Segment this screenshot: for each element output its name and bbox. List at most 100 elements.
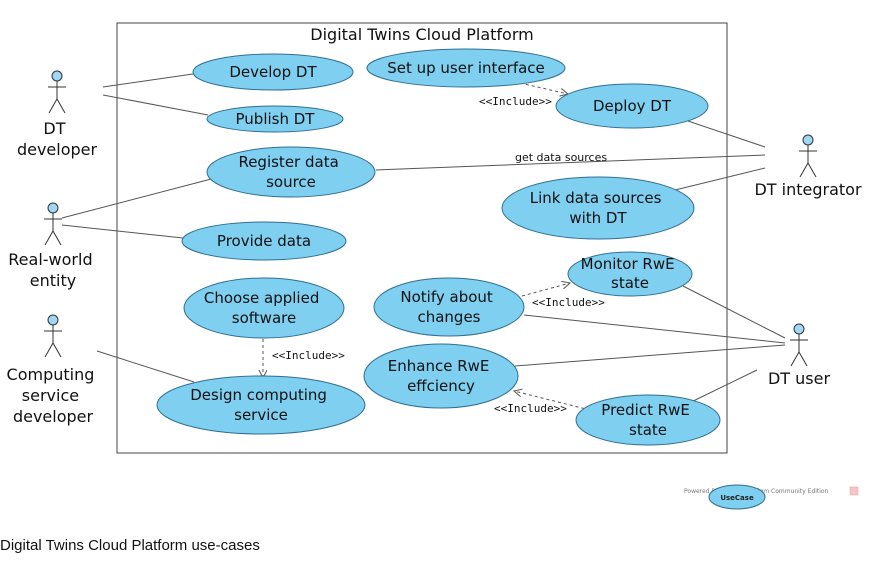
include-ui-deploy	[519, 82, 568, 94]
svg-text:Computing service: Computing service developer	[7, 365, 100, 426]
include-predict-enhance	[514, 391, 591, 411]
use-case-label: effciency	[407, 377, 475, 395]
svg-text:Set up user interface: Set up user interface	[387, 59, 545, 77]
svg-text:Design computing service: Design computing service	[190, 386, 331, 424]
include-label: <<Include>>	[272, 349, 345, 362]
use-case-design-computing[interactable]: Design computing service	[156, 375, 366, 435]
actor-real-world-entity[interactable]: Real-world entity	[8, 202, 97, 290]
use-case-label: Link data sources	[530, 189, 662, 207]
svg-text:Provide data: Provide data	[217, 232, 311, 250]
svg-text:Develop DT: Develop DT	[229, 63, 317, 81]
use-case-label: Predict RwE	[601, 401, 690, 419]
stick-figure-icon	[44, 202, 62, 246]
assoc-csdev-design	[96, 350, 195, 383]
assoc-entity-provide	[61, 224, 184, 239]
actor-computing-service-developer[interactable]: Computing service developer	[7, 314, 100, 426]
use-case-label: changes	[417, 308, 480, 326]
actor-label: DT integrator	[754, 180, 861, 199]
use-case-publish-dt[interactable]: Publish DT	[206, 105, 344, 133]
svg-text:Notify about changes: Notify about changes	[400, 288, 497, 326]
actor-label: developer	[13, 407, 94, 426]
svg-text:Enhance RwE effciency: Enhance RwE effciency	[388, 357, 494, 395]
use-case-predict-rwe[interactable]: Predict RwE state	[575, 394, 721, 446]
assoc-developer-develop	[102, 73, 194, 88]
use-case-provide-data[interactable]: Provide data	[181, 221, 347, 261]
svg-text:Deploy DT: Deploy DT	[593, 97, 672, 115]
stick-figure-icon	[790, 323, 808, 367]
include-notify-monitor	[521, 283, 570, 297]
use-case-monitor-rwe[interactable]: Monitor RwE state	[567, 251, 693, 297]
badge-label: UseCase	[720, 494, 754, 502]
use-case-label: Register data	[238, 153, 338, 171]
assoc-integrator-link	[674, 167, 766, 191]
include-label: <<Include>>	[494, 402, 567, 415]
actor-dt-user[interactable]: DT user	[768, 323, 831, 388]
use-case-develop-dt[interactable]: Develop DT	[192, 53, 354, 91]
use-case-label: Notify about	[400, 288, 493, 306]
svg-text:DT user: DT user	[768, 369, 831, 388]
use-case-label: Enhance RwE	[388, 357, 490, 375]
stick-figure-icon	[799, 134, 817, 178]
actor-label: DT user	[768, 369, 831, 388]
svg-text:Monitor RwE state: Monitor RwE state	[581, 255, 680, 292]
stick-figure-icon	[44, 314, 62, 358]
stick-figure-icon	[48, 70, 66, 114]
assoc-user-notify	[523, 314, 786, 344]
use-case-notify-changes[interactable]: Notify about changes	[373, 277, 525, 337]
svg-text:Choose applied software: Choose applied software	[204, 289, 324, 327]
use-case-label: service	[234, 406, 288, 424]
actor-dt-integrator[interactable]: DT integrator	[754, 134, 862, 199]
assoc-entity-register	[61, 177, 216, 219]
assoc-developer-publish	[102, 94, 209, 116]
use-case-link-data-sources[interactable]: Link data sources with DT	[501, 176, 695, 240]
use-case-label: state	[611, 274, 649, 292]
use-case-set-up-ui[interactable]: Set up user interface	[366, 48, 566, 88]
use-case-label: with DT	[569, 209, 627, 227]
use-case-label: Deploy DT	[593, 97, 672, 115]
use-case-deploy-dt[interactable]: Deploy DT	[555, 83, 709, 129]
include-dependencies	[263, 82, 591, 411]
svg-text:Publish DT: Publish DT	[236, 110, 316, 128]
include-label: <<Include>>	[479, 95, 552, 108]
use-case-label: software	[232, 309, 296, 327]
actor-label: developer	[17, 140, 98, 159]
use-case-enhance-rwe[interactable]: Enhance RwE effciency	[363, 343, 519, 409]
assoc-user-enhance	[514, 344, 786, 367]
actor-label: Real-world	[8, 250, 92, 269]
svg-text:Real-world entity: Real-world entity	[8, 250, 97, 290]
use-case-label: state	[629, 421, 667, 439]
use-case-label: Set up user interface	[387, 59, 545, 77]
usecase-badge-icon	[708, 484, 766, 510]
actor-label: service	[22, 386, 79, 405]
use-case-label: Provide data	[217, 232, 311, 250]
include-label: <<Include>>	[532, 296, 605, 309]
actor-label: entity	[30, 271, 76, 290]
actor-label: Computing	[7, 365, 95, 384]
associations	[61, 73, 786, 405]
powered-by-watermark: Powered By Visual Paradigm Community Edi…	[684, 484, 859, 510]
use-case-label: source	[266, 173, 316, 191]
get-data-sources-label: get data sources	[515, 151, 607, 164]
svg-text:DT integrator: DT integrator	[754, 180, 861, 199]
actor-label: DT	[43, 119, 65, 138]
use-case-label: Monitor RwE	[581, 255, 675, 273]
figure-caption: Digital Twins Cloud Platform use-cases	[0, 537, 260, 554]
system-title: Digital Twins Cloud Platform	[310, 25, 533, 44]
svg-text:DT developer: DT developer	[17, 119, 98, 159]
use-case-label: Publish DT	[236, 110, 316, 128]
use-case-label: Develop DT	[229, 63, 317, 81]
svg-text:Predict RwE state: Predict RwE state	[601, 401, 694, 439]
use-case-register-data-source[interactable]: Register data source	[206, 146, 376, 198]
use-case-choose-software[interactable]: Choose applied software	[183, 277, 345, 339]
assoc-user-predict	[686, 369, 758, 405]
actor-dt-developer[interactable]: DT developer	[17, 70, 98, 159]
assoc-integrator-register	[375, 154, 766, 171]
use-case-label: Design computing	[190, 386, 327, 404]
svg-text:Link data sources with D: Link data sources with DT	[530, 189, 666, 227]
svg-text:Register data source: Register data source	[238, 153, 343, 191]
assoc-integrator-deploy	[687, 120, 766, 148]
use-case-label: Choose applied	[204, 289, 319, 307]
use-case-diagram: Digital Twins Cloud Platform <<Include>>…	[7, 22, 862, 510]
assoc-user-monitor	[682, 285, 786, 339]
logo-icon	[849, 486, 859, 496]
